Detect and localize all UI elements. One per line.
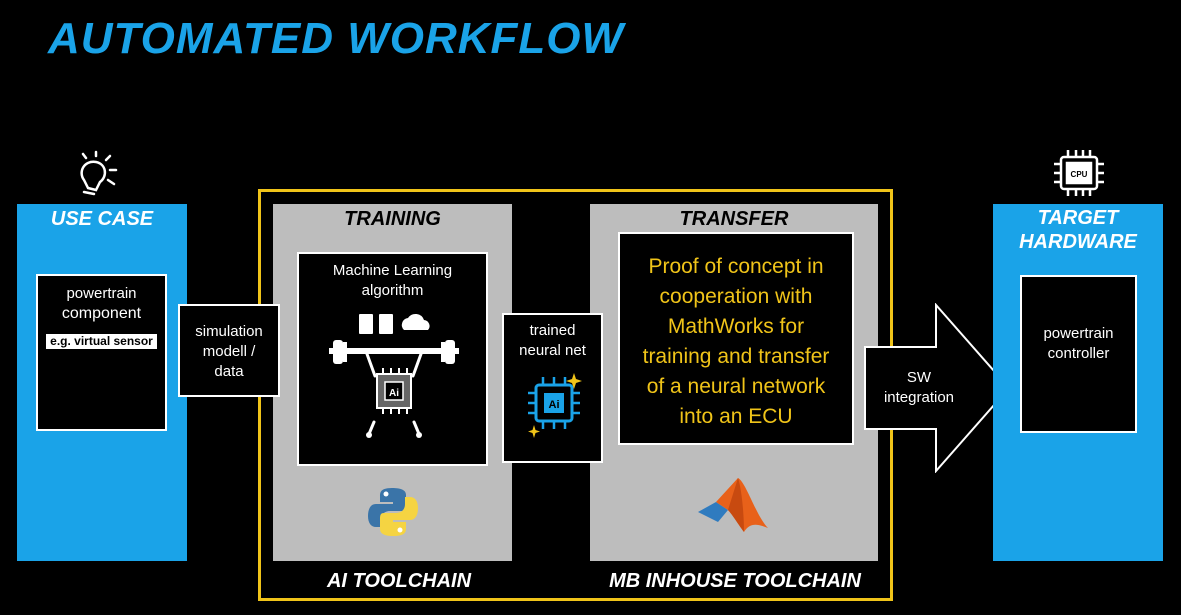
sw-line2: integration [883,389,955,406]
mb-inhouse-toolchain-label: MB INHOUSE TOOLCHAIN [609,570,861,592]
target-header-line2: HARDWARE [1019,231,1137,253]
poc-line: of a neural network [646,375,826,398]
cpu-label: CPU [1071,170,1088,179]
neural-net-chip-icon: Ai [528,373,582,438]
transfer-panel: TRANSFER Proof of concept in cooperation… [590,204,878,561]
trained-neural-net-box: trained neural net Ai [502,313,603,463]
target-hardware-panel: TARGET HARDWARE powertrain controller [993,204,1163,561]
use-case-header: USE CASE [50,208,154,230]
target-line1: powertrain [1043,325,1114,342]
virtual-sensor-tag: e.g. virtual sensor [46,334,157,349]
sw-integration-label: SW integration [864,368,974,408]
powertrain-component-box: powertrain component e.g. virtual sensor [36,274,167,431]
ai-toolchain-label: AI TOOLCHAIN [326,570,472,592]
simulation-line3: data [214,363,244,380]
use-case-line2: component [61,305,142,322]
lightbulb-icon [80,150,118,196]
page-title: AUTOMATED WORKFLOW [48,14,625,63]
poc-line: training and transfer [642,345,830,368]
target-header-line1: TARGET [1037,207,1119,229]
trained-line2: neural net [519,342,586,359]
ml-algorithm-box: Machine Learning algorithm [297,252,488,466]
neural-net-chip-label: Ai [549,399,560,411]
proof-of-concept-box: Proof of concept in cooperation with Mat… [618,232,854,445]
cpu-icon: CPU [1054,150,1104,196]
transfer-header: TRANSFER [679,208,789,230]
simulation-line2: modell / [202,343,256,360]
poc-line: into an ECU [679,405,793,428]
poc-line: MathWorks for [667,315,805,338]
poc-line: Proof of concept in [648,255,824,278]
training-header: TRAINING [344,208,441,230]
trained-line1: trained [529,322,576,339]
ml-line2: algorithm [361,282,424,299]
target-line2: controller [1047,345,1110,362]
simulation-data-box: simulation modell / data [178,304,280,397]
training-panel: TRAINING Machine Learning algorithm [273,204,512,561]
sw-integration-arrow [864,303,1011,473]
poc-line: cooperation with [659,285,813,308]
use-case-panel: USE CASE powertrain component e.g. virtu… [17,204,187,561]
ml-line1: Machine Learning [332,262,453,279]
sw-line1: SW [906,369,932,386]
powertrain-controller-box: powertrain controller [1020,275,1137,433]
use-case-line1: powertrain [66,285,137,302]
matlab-logo [698,478,768,532]
ml-barbell-icon: Ai [329,313,459,438]
ml-ai-chip-label: Ai [389,388,399,399]
python-logo [368,488,418,536]
simulation-line1: simulation [195,323,263,340]
